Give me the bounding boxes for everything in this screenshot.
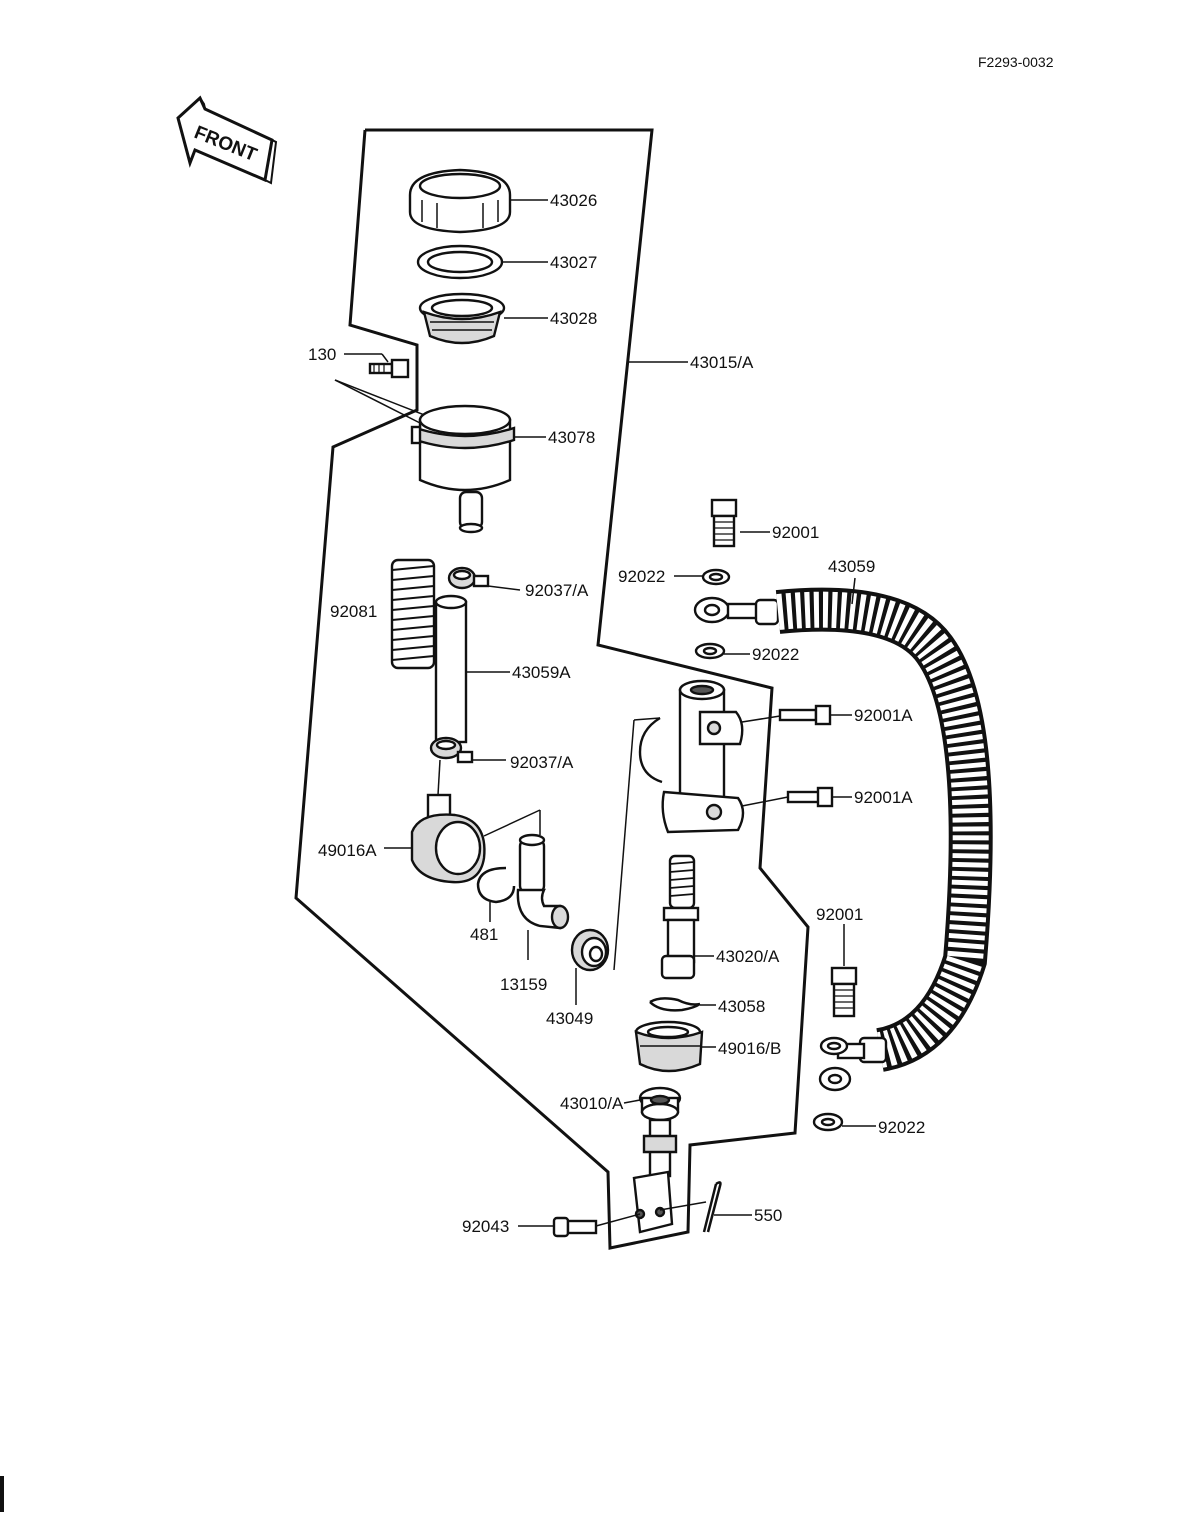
label-43058: 43058 [718,997,765,1016]
assembly-boundary [294,128,810,1250]
banjo-bolt-bottom [830,966,858,1018]
dust-boot [634,1020,704,1073]
diaphragm [418,292,506,345]
label-92043: 92043 [462,1217,509,1236]
label-92037a-bottom: 92037/A [510,753,574,772]
brake-hose [693,587,993,1092]
label-92001-top: 92001 [772,523,819,542]
label-13159: 13159 [500,975,547,994]
piston-assembly [660,854,700,980]
label-92022-top: 92022 [618,567,665,586]
drawing-code: F2293-0032 [978,54,1054,70]
label-49016b: 49016/B [718,1039,781,1058]
scan-edge-mark [0,1476,4,1512]
return-spring [390,558,436,670]
push-rod [632,1086,682,1234]
label-92001a-bottom: 92001A [854,788,913,807]
label-92022-bottom: 92022 [878,1118,925,1137]
banjo-bolt-top [710,498,738,548]
label-92022-mid: 92022 [752,645,799,664]
washer-right [819,1036,849,1056]
label-92037a-top: 92037/A [525,581,589,600]
reservoir-screw [368,358,410,379]
snap-ring [649,997,701,1012]
label-43020a: 43020/A [716,947,780,966]
label-43049: 43049 [546,1009,593,1028]
hose-clamp-top [447,566,490,590]
label-43026: 43026 [550,191,597,210]
label-49016a: 49016A [318,841,377,860]
label-92081: 92081 [330,602,377,621]
reservoir-hose-fitting [410,793,486,884]
label-43028: 43028 [550,309,597,328]
label-130: 130 [308,345,336,364]
diaphragm-plate [416,244,504,280]
mounting-bolt-top [778,704,832,726]
master-cylinder-body [613,679,745,971]
label-43059: 43059 [828,557,875,576]
label-43059a: 43059A [512,663,571,682]
label-550: 550 [754,1206,782,1225]
inlet-elbow [516,833,570,930]
label-43010a: 43010/A [560,1094,624,1113]
cotter-pin [702,1181,722,1233]
label-92001a-top: 92001A [854,706,913,725]
front-arrow-icon: FRONT [176,95,278,185]
label-43015a: 43015/A [690,353,754,372]
hose-clamp-bottom [429,736,474,764]
washer-top [701,568,731,586]
label-92001-right: 92001 [816,905,863,924]
inlet-seal [570,928,610,972]
clevis-pin [552,1216,598,1238]
reservoir-tank [410,404,516,534]
label-43078: 43078 [548,428,595,447]
washer-bottom [812,1112,844,1132]
label-43027: 43027 [550,253,597,272]
reservoir-cap [408,168,512,234]
mounting-bolt-bottom [786,786,834,808]
label-481: 481 [470,925,498,944]
reservoir-hose [434,594,468,744]
circlip [476,866,516,904]
washer-mid [694,642,726,660]
